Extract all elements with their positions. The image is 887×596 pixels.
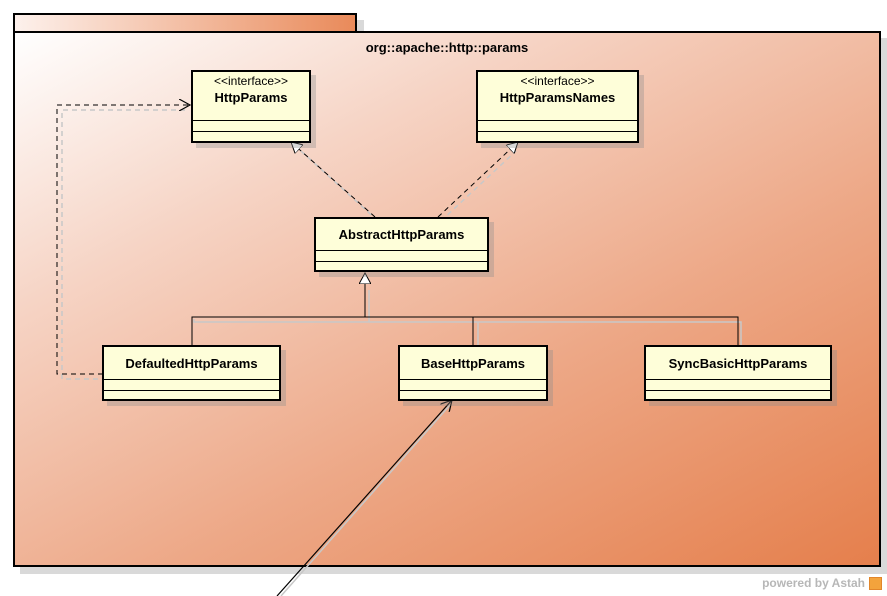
class-name: SyncBasicHttpParams: [668, 356, 808, 371]
package-tab: [13, 13, 357, 31]
class-basehttpparams[interactable]: BaseHttpParams: [398, 345, 548, 401]
attributes-compartment: [400, 379, 546, 390]
class-name: HttpParams: [214, 90, 288, 105]
class-syncbasichttpparams[interactable]: SyncBasicHttpParams: [644, 345, 832, 401]
package-name: org::apache::http::params: [365, 40, 529, 55]
powered-by-label: powered by Astah: [762, 576, 865, 590]
stereotype-label: <<interface>>: [520, 74, 595, 88]
stereotype-label: <<interface>>: [213, 74, 289, 88]
operations-compartment: [646, 390, 830, 401]
class-name: BaseHttpParams: [420, 356, 526, 371]
operations-compartment: [104, 390, 279, 401]
astah-logo-icon: [869, 577, 882, 590]
package-frame: [13, 31, 881, 567]
class-name: HttpParamsNames: [499, 90, 616, 105]
class-httpparams[interactable]: <<interface>> HttpParams: [191, 70, 311, 143]
attributes-compartment: [478, 120, 637, 131]
dependency-edge: [56, 105, 190, 375]
class-name: AbstractHttpParams: [338, 227, 465, 242]
attributes-compartment: [646, 379, 830, 390]
operations-compartment: [193, 131, 309, 142]
class-name: DefaultedHttpParams: [125, 356, 258, 371]
operations-compartment: [478, 131, 637, 142]
generalization-edges: [191, 286, 739, 345]
realization-edge-httpparamsnames: [437, 142, 518, 218]
class-abstracthttpparams[interactable]: AbstractHttpParams: [314, 217, 489, 272]
operations-compartment: [316, 261, 487, 272]
class-httpparamsnames[interactable]: <<interface>> HttpParamsNames: [476, 70, 639, 143]
attributes-compartment: [193, 120, 309, 131]
attributes-compartment: [104, 379, 279, 390]
operations-compartment: [400, 390, 546, 401]
association-edge: [276, 400, 452, 596]
class-defaultedhttpparams[interactable]: DefaultedHttpParams: [102, 345, 281, 401]
realization-edge-httpparams: [291, 142, 376, 218]
attributes-compartment: [316, 250, 487, 261]
edge-shadows: [61, 109, 742, 596]
